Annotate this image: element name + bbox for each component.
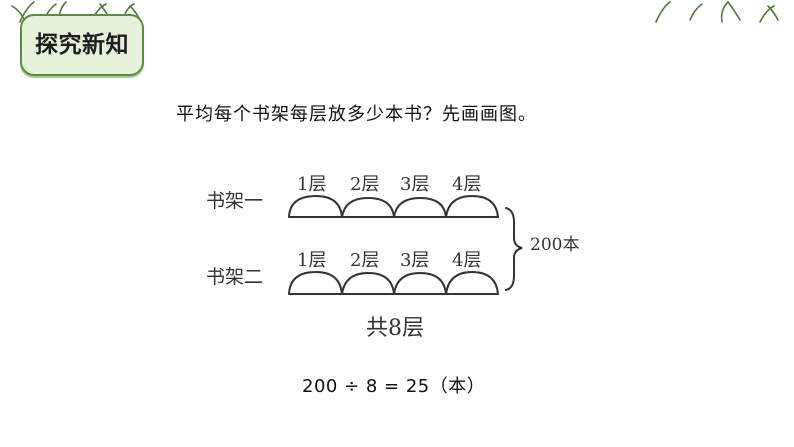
shelf-two-label: 书架二 xyxy=(206,266,264,288)
shelf-two-arc xyxy=(393,271,447,295)
shelf-one-layer-2: 2层 xyxy=(350,174,380,195)
shelf-one-arc xyxy=(341,196,395,218)
section-title-badge: 探究新知 xyxy=(20,14,144,76)
section-title: 探究新知 xyxy=(35,32,129,58)
equation-text: 200 ÷ 8 = 25（本） xyxy=(302,376,486,397)
question-text: 平均每个书架每层放多少本书？先画画图。 xyxy=(176,104,537,125)
shelf-one-layer-3: 3层 xyxy=(400,174,430,195)
shelf-one-label: 书架一 xyxy=(206,190,264,212)
shelf-two-layer-4: 4层 xyxy=(452,250,482,271)
shelf-two-layer-1: 1层 xyxy=(297,250,327,271)
brace-total-books: 200本 xyxy=(530,235,580,255)
shelf-two-arc xyxy=(341,271,395,295)
shelf-two-arc xyxy=(445,270,499,295)
shelf-two-layer-3: 3层 xyxy=(400,250,430,271)
shelf-one-arc xyxy=(445,194,499,218)
shelf-one-layer-4: 4层 xyxy=(452,174,482,195)
shelf-one-arc xyxy=(288,194,343,218)
shelf-one-layer-1: 1层 xyxy=(297,174,327,195)
shelf-two-arc xyxy=(288,270,343,295)
right-brace xyxy=(505,207,523,291)
total-layers-label: 共8层 xyxy=(366,316,424,341)
shelf-two-layer-2: 2层 xyxy=(350,250,380,271)
shelf-one-arc xyxy=(393,196,447,218)
